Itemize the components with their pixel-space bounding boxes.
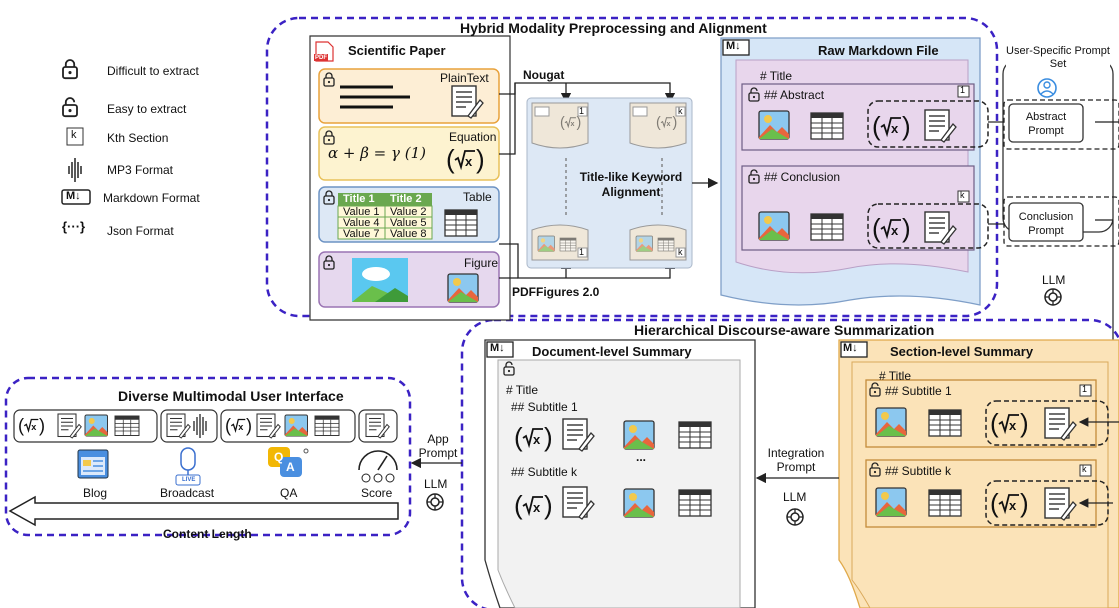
legend-difficult: Difficult to extract	[107, 64, 199, 78]
left-section-title: Diverse Multimodal User Interface	[118, 388, 344, 404]
legend-json-symbol: {···}	[62, 219, 86, 234]
table-label: Table	[463, 190, 492, 204]
alignment-tag-k: k	[678, 247, 683, 257]
equation-formula: α + β = γ (1)	[328, 144, 426, 162]
sec-summary-md-symbol: M↓	[843, 342, 858, 354]
doc-summary-subk: ## Subtitle k	[511, 465, 578, 479]
md-page-top-right	[629, 102, 687, 149]
integration-prompt: Integration Prompt	[767, 446, 825, 474]
table-cell: Value 8	[390, 228, 427, 240]
app-prompt: App Prompt	[418, 432, 458, 460]
output-broadcast: Broadcast	[160, 486, 215, 500]
legend-icons	[61, 59, 91, 205]
paper-title: Scientific Paper	[348, 43, 446, 58]
table-header-2: Title 2	[390, 193, 422, 205]
waveform-icon	[193, 414, 207, 438]
table-cell: Value 4	[343, 217, 380, 229]
sec-summary-tag-1: 1	[1082, 384, 1088, 394]
mp3-icon	[68, 158, 82, 182]
legend-kth: Kth Section	[107, 131, 169, 145]
legend-json: Json Format	[107, 224, 174, 238]
sec-summary-title: Section-level Summary	[890, 344, 1034, 359]
doc-summary-md-symbol: M↓	[490, 342, 505, 354]
conclusion-prompt: Conclusion Prompt	[1018, 211, 1074, 237]
content-length-arrow	[8, 495, 399, 527]
output-blog: Blog	[83, 486, 108, 500]
sec-summary-heading: # Title	[879, 369, 912, 383]
doc-summary-ellipsis: ...	[636, 450, 647, 464]
blog-icon	[77, 449, 109, 479]
output-qa: QA	[280, 486, 298, 500]
pdffigures-label: PDFFigures 2.0	[512, 285, 600, 299]
doc-summary-sub1: ## Subtitle 1	[511, 400, 578, 414]
alignment-tag-k: k	[678, 106, 683, 116]
top-dashed-region	[265, 16, 999, 318]
legend-markdown-symbol: M↓	[66, 190, 81, 202]
user-icon	[1037, 78, 1057, 98]
llm-label-middle: LLM	[783, 490, 807, 504]
qa-a-label: A	[286, 460, 295, 474]
alignment-tag-1: 1	[579, 106, 585, 116]
json-page-bottom-left	[531, 224, 589, 261]
sec-summary-subk: ## Subtitle k	[885, 464, 952, 478]
table-grid	[337, 193, 433, 240]
legend-mp3: MP3 Format	[107, 163, 174, 177]
sec-summary-tag-k: k	[1082, 464, 1087, 474]
alignment-label: Title-like Keyword Alignment	[579, 170, 683, 199]
table-cell: Value 2	[390, 206, 427, 218]
raw-md-tag-k: k	[960, 190, 965, 200]
abstract-prompt: Abstract Prompt	[1025, 111, 1067, 137]
gauge-icon	[358, 450, 398, 483]
qa-icon	[268, 447, 309, 477]
table-cell: Value 5	[390, 217, 427, 229]
middle-section-title: Hierarchical Discourse-aware Summarizati…	[634, 322, 935, 338]
raw-md-title: Raw Markdown File	[818, 43, 939, 58]
prompt-set-title: User-Specific Prompt Set	[1006, 45, 1110, 71]
middle-dashed-region	[460, 318, 1119, 608]
llm-label-top: LLM	[1042, 273, 1066, 287]
table-cell: Value 7	[343, 228, 380, 240]
microphone-icon	[175, 447, 201, 486]
live-label: LIVE	[182, 477, 196, 483]
raw-md-tag-1: 1	[960, 85, 966, 95]
table-cell: Value 1	[343, 206, 380, 218]
left-dashed-region	[4, 376, 412, 537]
content-length-label: Content Length	[163, 527, 252, 541]
legend-kth-symbol: k	[71, 129, 77, 141]
equation-label: Equation	[449, 130, 497, 144]
raw-md-md-symbol: M↓	[726, 40, 741, 52]
doc-summary-heading: # Title	[506, 383, 539, 397]
md-page-top-left	[531, 102, 589, 149]
raw-md-abstract: ## Abstract	[764, 88, 825, 102]
sec-summary-sub1: ## Subtitle 1	[885, 384, 952, 398]
plaintext-label: PlainText	[440, 71, 489, 85]
nougat-label: Nougat	[523, 68, 565, 82]
json-page-bottom-right	[629, 224, 687, 261]
top-section-title: Hybrid Modality Preprocessing and Alignm…	[460, 20, 767, 36]
llm-label-left: LLM	[424, 477, 448, 491]
raw-md-heading: # Title	[760, 69, 793, 83]
legend-markdown: Markdown Format	[103, 191, 200, 205]
qa-q-label: Q	[274, 450, 284, 464]
raw-md-conclusion: ## Conclusion	[764, 170, 841, 184]
doc-summary-title: Document-level Summary	[532, 344, 692, 359]
legend-easy: Easy to extract	[107, 102, 187, 116]
pdf-icon	[314, 41, 334, 62]
cloud-landscape-icon	[352, 258, 408, 302]
pdf-label: PDF	[315, 55, 327, 61]
alignment-tag-1: 1	[579, 247, 585, 257]
table-header-1: Title 1	[343, 193, 375, 205]
figure-label: Figure	[464, 256, 499, 270]
output-score: Score	[361, 486, 393, 500]
